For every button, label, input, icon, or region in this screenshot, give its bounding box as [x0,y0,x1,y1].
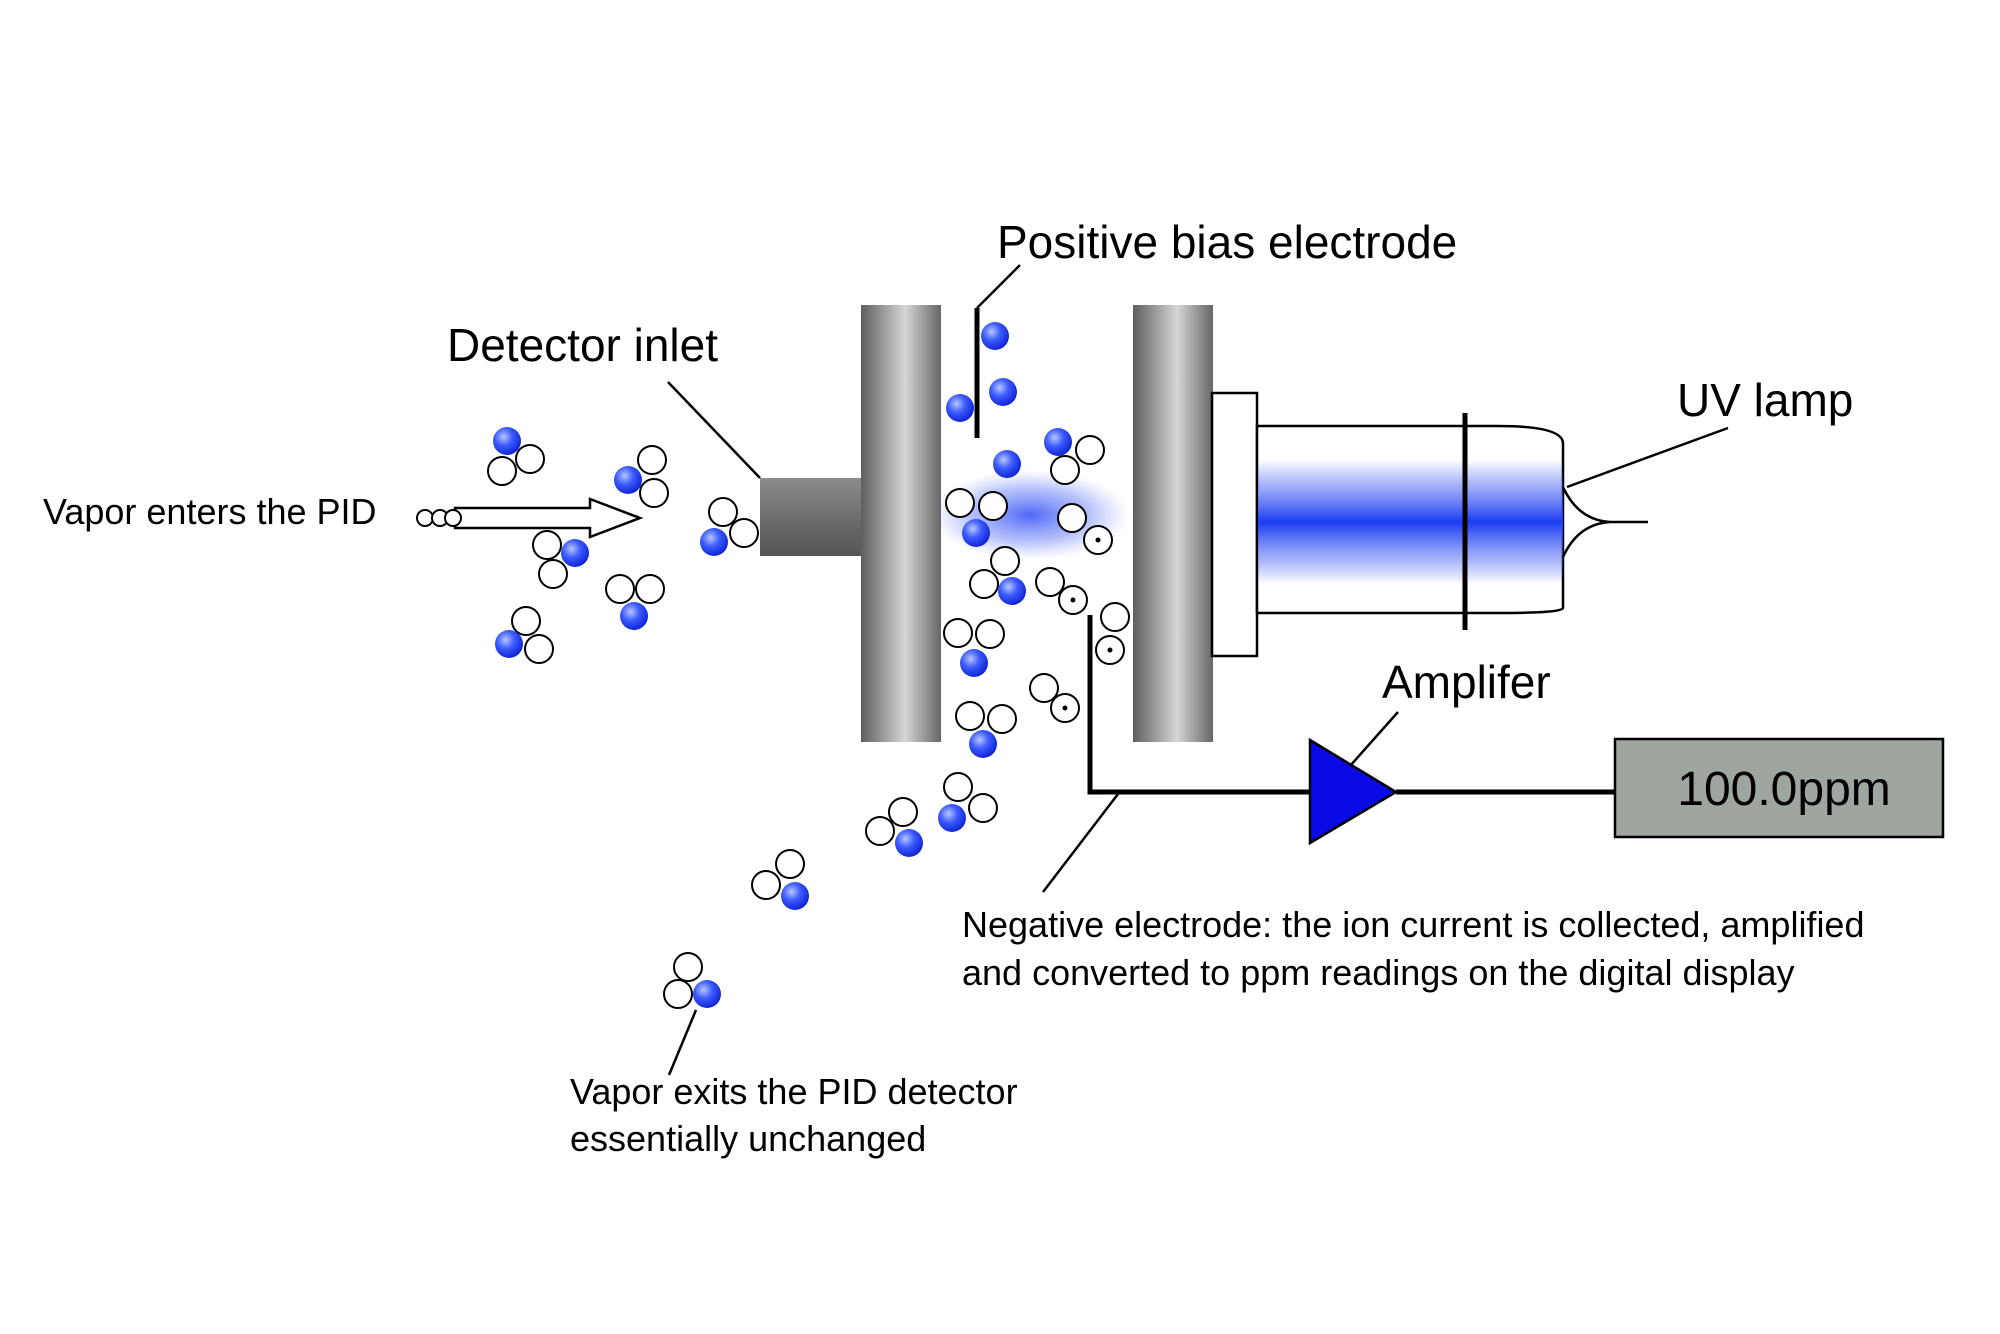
white-molecule-atom [978,491,1008,521]
negative-electrode-leader [1042,793,1119,893]
ion-dot [1095,537,1101,543]
negative-electrode-label-line1: Negative electrode: the ion current is c… [962,904,1864,945]
blue-molecule-atom [620,602,648,630]
ion-dot [1070,597,1076,603]
white-molecule-atom [487,456,517,486]
blue-molecule-atom [989,378,1017,406]
blue-molecule-atom [981,322,1009,350]
white-molecule-atom [975,619,1005,649]
blue-molecule-atom [700,528,728,556]
blue-molecule-atom [998,577,1026,605]
right-plate [1133,305,1213,742]
white-molecule-atom [1100,602,1130,632]
white-molecule-atom [968,793,998,823]
white-molecule-atom [635,574,665,604]
negative-electrode-wire [1087,615,1310,795]
blue-molecule-atom [969,730,997,758]
amplifier-label: Amplifer [1382,656,1551,708]
vapor-exit-leader [667,1009,698,1076]
detector-inlet-label: Detector inlet [447,319,718,371]
amplifier-leader [1349,711,1399,767]
white-molecule-atom [1029,673,1059,703]
tiny-molecule [444,509,462,527]
white-molecule-atom [1075,435,1105,465]
white-molecule-atom [775,849,805,879]
positive-bias-leader [976,264,1021,309]
white-molecule-atom [532,530,562,560]
vapor-exits-label-line1: Vapor exits the PID detector [570,1071,1018,1112]
white-molecule-atom [538,559,568,589]
negative-electrode-label-line2: and converted to ppm readings on the dig… [962,952,1795,993]
white-molecule-atom [1035,567,1065,597]
uv-beam [1258,460,1563,584]
blue-molecule-atom [895,829,923,857]
blue-molecule-atom [1044,428,1072,456]
positive-bias-electrode-label: Positive bias electrode [997,216,1457,268]
vapor-enters-label: Vapor enters the PID [43,491,377,532]
uv-lamp-leader [1566,426,1729,489]
blue-molecule-atom [495,630,523,658]
ion-dot [1062,705,1068,711]
white-molecule-atom [888,797,918,827]
blue-molecule-atom [946,394,974,422]
white-molecule-atom [663,979,693,1009]
white-molecule-atom [955,701,985,731]
blue-molecule-atom [614,466,642,494]
left-plate [861,305,941,742]
white-molecule-atom [987,704,1017,734]
white-molecule-atom [524,634,554,664]
white-molecule-atom [1050,455,1080,485]
ion-dot [1107,647,1113,653]
detector-inlet-leader [667,381,761,479]
blue-molecule-atom [781,882,809,910]
white-molecule-atom [605,574,635,604]
inlet-arrow [453,497,644,539]
amplifier-triangle [1308,737,1399,846]
white-molecule-atom [637,445,667,475]
uv-lamp-label: UV lamp [1677,374,1853,426]
white-molecule-atom [511,606,541,636]
white-molecule-atom [639,478,669,508]
vapor-exits-label-line2: essentially unchanged [570,1118,926,1159]
lamp-flange [1210,391,1259,658]
digital-display [1613,737,1945,839]
white-molecule-atom [1057,503,1087,533]
display-reading: 100.0ppm [1677,763,1891,816]
blue-molecule-atom [962,519,990,547]
white-molecule-atom [751,870,781,900]
white-molecule-atom [673,952,703,982]
molecules [487,322,1130,1009]
white-molecule-atom [945,488,975,518]
tiny-molecule [416,509,434,527]
white-molecule-atom [865,816,895,846]
blue-molecule-atom [993,450,1021,478]
lamp-tip [1561,486,1648,558]
white-molecule-atom [943,618,973,648]
white-molecule-atom [990,546,1020,576]
blue-molecule-atom [493,427,521,455]
white-molecule-atom [943,772,973,802]
white-molecule-atom [708,497,738,527]
blue-molecule-atom [960,649,988,677]
detector-inlet-tube [760,478,862,556]
blue-molecule-atom [561,539,589,567]
blue-molecule-atom [693,980,721,1008]
white-molecule-atom [729,518,759,548]
white-molecule-atom [515,444,545,474]
blue-molecule-atom [938,804,966,832]
white-molecule-atom [969,569,999,599]
